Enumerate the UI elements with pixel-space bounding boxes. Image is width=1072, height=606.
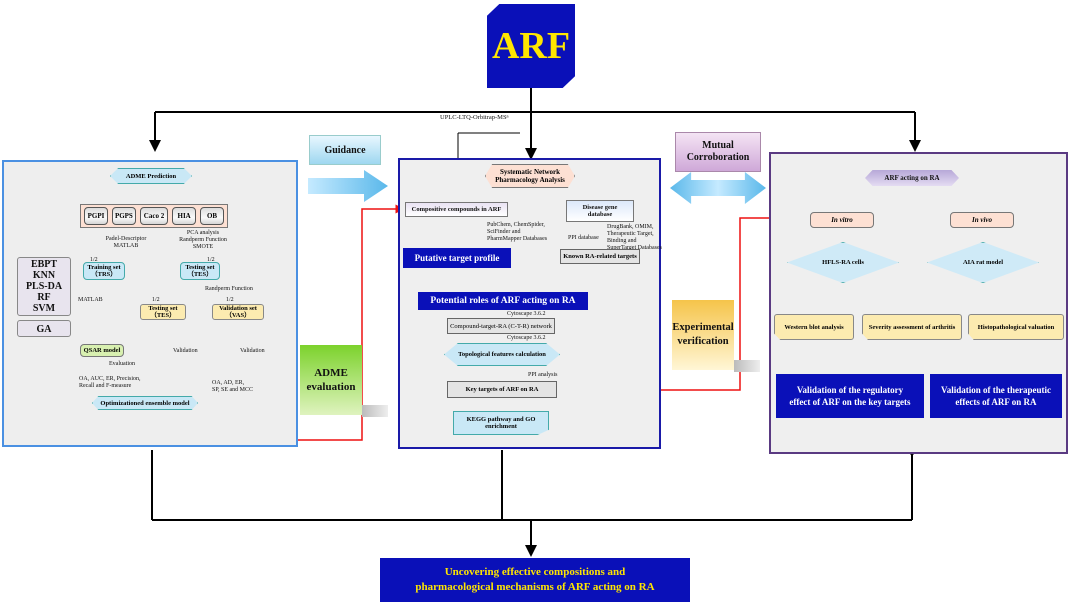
network-header: Systematic Network Pharmacology Analysis xyxy=(485,164,575,188)
uplc-label: UPLC-LTQ-Orbitrap-MSⁿ xyxy=(440,114,509,121)
qsar-model: QSAR model xyxy=(80,344,124,357)
right-header: ARF acting on RA xyxy=(865,170,959,186)
training-set: Training set （TRS） xyxy=(83,262,125,280)
adme-eval-box: ADME evaluation xyxy=(300,345,362,415)
arf-title: ARF xyxy=(491,25,571,67)
pubchem-label: PubChem, ChemSpider, SciFinder and Pharm… xyxy=(487,222,548,242)
right-header-label: ARF acting on RA xyxy=(884,174,940,182)
valid-reg-box: Validation of the regulatory effect of A… xyxy=(776,374,924,418)
testing-set: Testing set （TES） xyxy=(140,304,186,320)
randperm-label: Randperm Function xyxy=(205,286,253,292)
key-targets-box: Key targets of ARF on RA xyxy=(447,381,557,398)
experimental-box: Experimental verification xyxy=(672,300,734,370)
models-box: EBPT KNN PLS-DA RF SVM xyxy=(17,257,71,316)
guidance-label: Guidance xyxy=(324,144,366,156)
in-vitro-box: In vitro xyxy=(810,212,874,228)
valid-ther-box: Validation of the therapeutic effects of… xyxy=(930,374,1062,418)
param-caco2: Caco 2 xyxy=(139,207,169,225)
histo-box: Histopathological valuation xyxy=(968,314,1064,340)
mutual-label: Mutual Corroboration xyxy=(686,140,750,163)
mutual-label-box: Mutual Corroboration xyxy=(675,132,761,172)
validation-set: Validation set （VAS） xyxy=(212,304,264,320)
ga-box: GA xyxy=(17,320,71,337)
half-label-3: 1/2 xyxy=(152,297,160,303)
potential-box: Potential roles of ARF acting on RA xyxy=(418,292,588,310)
western-box: Western blot analysis xyxy=(774,314,854,340)
ppi-label: PPI analysis xyxy=(528,372,558,378)
ppi-db-label: PPI database xyxy=(568,235,599,241)
adme-params: PGPI PGPS Caco 2 HIA OB xyxy=(84,207,224,225)
model-ebpt: EBPT xyxy=(30,259,58,270)
pca-label: PCA analysis Randperm Function SMOTE xyxy=(179,230,227,250)
guidance-label-box: Guidance xyxy=(309,135,381,165)
param-ob: OB xyxy=(200,207,224,225)
compounds-label: Compositive compounds in ARF xyxy=(411,206,502,213)
model-svm: SVM xyxy=(32,303,56,314)
matlab-label: MATLAB xyxy=(78,297,103,303)
adme-header: ADME Prediction xyxy=(110,168,192,184)
kegg-box: KEGG pathway and GO enrichment xyxy=(453,411,549,435)
ensemble-model: Optimizationed ensemble model xyxy=(92,396,198,410)
metrics-left: OA, AUC, ER, Precision, Recall and F-mea… xyxy=(79,376,141,389)
conclusion-box: Uncovering effective compositions and ph… xyxy=(380,558,690,602)
model-rf: RF xyxy=(37,292,51,303)
validation-label-2: Validation xyxy=(240,348,265,354)
testing-set-top: Testing set （TES） xyxy=(180,262,220,280)
in-vivo-label: In vivo xyxy=(971,216,993,224)
topo-box: Topological features calculation xyxy=(444,343,560,366)
cyto1-label: Cytoscape 3.6.2 xyxy=(507,311,546,317)
putative-box: Putative target profile xyxy=(403,248,511,268)
ctr-box: Compound-target-RA (C-T-R) network xyxy=(447,318,555,334)
param-hia: HIA xyxy=(172,207,197,225)
model-knn: KNN xyxy=(32,270,56,281)
disease-db-label: Disease gene database xyxy=(582,204,618,218)
half-label-1: 1/2 xyxy=(90,257,98,263)
drugbank-label: DrugBank, OMIM, Therapeutic Target, Bind… xyxy=(607,224,662,251)
cyto2-label: Cytoscape 3.6.2 xyxy=(507,335,546,341)
adme-eval-shadow xyxy=(362,405,388,417)
padel-label: Padel-Descriptor MATLAB xyxy=(105,236,147,249)
in-vivo-box: In vivo xyxy=(950,212,1014,228)
half-label-4: 1/2 xyxy=(226,297,234,303)
compounds-box: Compositive compounds in ARF xyxy=(405,202,508,217)
experimental-shadow xyxy=(734,360,760,372)
experimental-label: Experimental verification xyxy=(672,322,734,347)
metrics-right: OA, AD, ER, SP, SE and MCC xyxy=(212,380,254,393)
evaluation-label: Evaluation xyxy=(109,361,135,367)
param-pgps: PGPS xyxy=(111,207,136,225)
arf-title-box: ARF xyxy=(487,4,575,88)
adme-eval-label: ADME evaluation xyxy=(306,367,356,393)
param-pgpi: PGPI xyxy=(84,207,108,225)
half-label-2: 1/2 xyxy=(207,257,215,263)
disease-db-box: Disease gene database xyxy=(566,200,634,222)
in-vitro-label: In vitro xyxy=(831,216,853,224)
known-box: Known RA-related targets xyxy=(560,249,640,264)
validation-label-1: Validation xyxy=(173,348,198,354)
severity-box: Severity assessment of arthritis xyxy=(862,314,962,340)
model-plsda: PLS-DA xyxy=(25,281,63,292)
